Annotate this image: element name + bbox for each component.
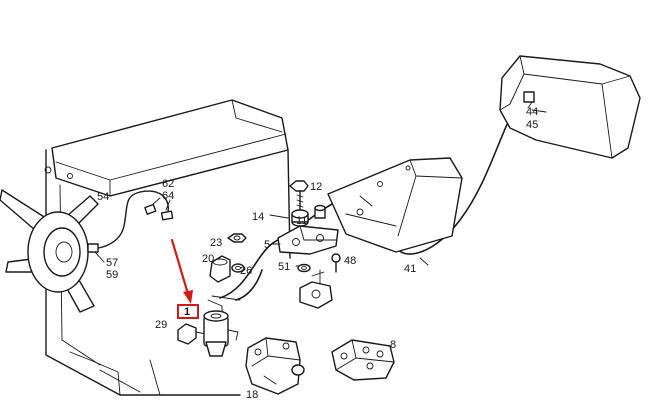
valve-assembly-8 — [331, 339, 395, 381]
callout-1[interactable]: 1 — [184, 306, 190, 318]
connector-plug — [299, 269, 333, 309]
control-unit-bracket — [327, 157, 463, 253]
callout-48[interactable]: 48 — [344, 255, 356, 267]
callout-12[interactable]: 12 — [310, 181, 322, 193]
callout-5[interactable]: 5 — [264, 239, 270, 251]
callout-29[interactable]: 29 — [155, 319, 167, 331]
mounting-bracket-5 — [277, 225, 339, 255]
rubber-mount-11 — [291, 204, 326, 227]
callout-51[interactable]: 51 — [278, 261, 290, 273]
highlight-arrow — [170, 238, 190, 296]
callout-54[interactable]: 54 — [97, 191, 109, 203]
highlight-arrowhead — [183, 290, 193, 304]
callout-44[interactable]: 44 — [526, 106, 538, 118]
callout-8[interactable]: 8 — [390, 339, 396, 351]
bolt-12 — [289, 180, 309, 211]
wire-harness-left — [87, 190, 174, 263]
washer-26 — [231, 263, 245, 273]
callout-20[interactable]: 20 — [202, 253, 214, 265]
callout-45[interactable]: 45 — [526, 119, 538, 131]
callout-labels: 1 5 8 11 12 14 18 20 23 26 29 41 44 45 4… — [97, 106, 538, 401]
callout-14[interactable]: 14 — [252, 211, 264, 223]
valve-assembly-18 — [245, 337, 305, 395]
callout-62[interactable]: 62 — [162, 178, 174, 190]
highlight-box — [177, 304, 199, 319]
screw-48 — [331, 253, 341, 273]
washer-51 — [297, 263, 311, 273]
callout-41[interactable]: 41 — [404, 263, 416, 275]
actuator-1 — [203, 295, 241, 357]
nut-23 — [227, 233, 247, 243]
highlight-marker — [170, 238, 199, 319]
callout-11[interactable]: 11 — [296, 215, 307, 227]
callout-18[interactable]: 18 — [246, 389, 258, 401]
air-cleaner-housing — [499, 55, 641, 159]
sensor-29 — [177, 323, 207, 345]
callout-23[interactable]: 23 — [210, 237, 222, 249]
callout-64[interactable]: 64 — [162, 190, 174, 202]
callout-57[interactable]: 57 — [106, 257, 118, 269]
insulator-20 — [209, 255, 231, 283]
cooling-fan — [0, 189, 99, 313]
callout-26[interactable]: 26 — [240, 265, 252, 277]
leader-lines — [269, 101, 533, 267]
callout-59[interactable]: 59 — [106, 269, 118, 281]
cable-branch — [235, 269, 263, 301]
